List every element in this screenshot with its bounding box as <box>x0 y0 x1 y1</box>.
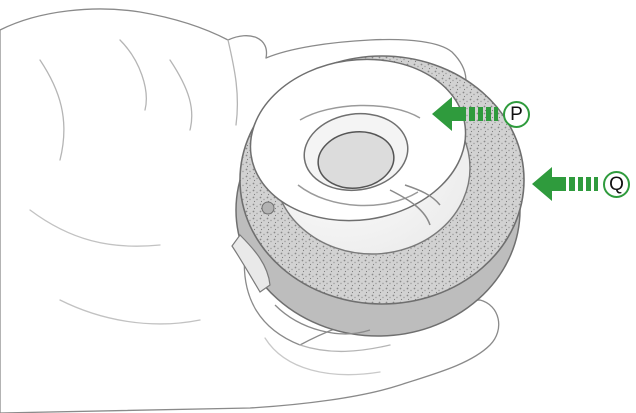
callout-label-p: P <box>503 101 530 128</box>
callout-label-q: Q <box>603 171 630 198</box>
callout-q: Q <box>532 167 630 201</box>
callout-p: P <box>432 97 530 131</box>
arrow-left-icon <box>432 97 500 131</box>
arrow-left-icon <box>532 167 600 201</box>
